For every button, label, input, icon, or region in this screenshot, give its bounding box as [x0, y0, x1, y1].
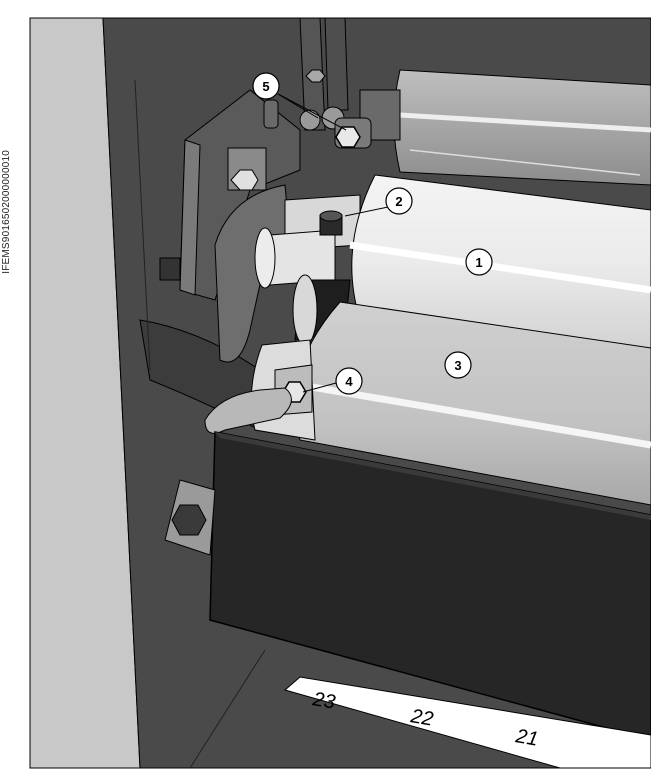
- base-bolt: [171, 504, 207, 536]
- scale-label: 23: [310, 688, 337, 714]
- scale-label: 21: [513, 725, 540, 751]
- svg-text:2: 2: [395, 194, 402, 209]
- callout-1: 1: [465, 248, 493, 276]
- bracket-bolt: [230, 169, 259, 191]
- svg-text:5: 5: [262, 79, 269, 94]
- svg-text:3: 3: [454, 358, 461, 373]
- scale-strip: [283, 676, 651, 769]
- scale-label: 22: [408, 705, 435, 731]
- svg-text:1: 1: [475, 255, 482, 270]
- callout-5: 5: [252, 72, 280, 100]
- grip-tongue: [204, 387, 292, 434]
- callout-3: 3: [444, 351, 472, 379]
- hex-screw-5: [335, 126, 361, 148]
- svg-text:4: 4: [345, 374, 353, 389]
- callout-4: 4: [335, 367, 363, 395]
- callout-2: 2: [385, 187, 413, 215]
